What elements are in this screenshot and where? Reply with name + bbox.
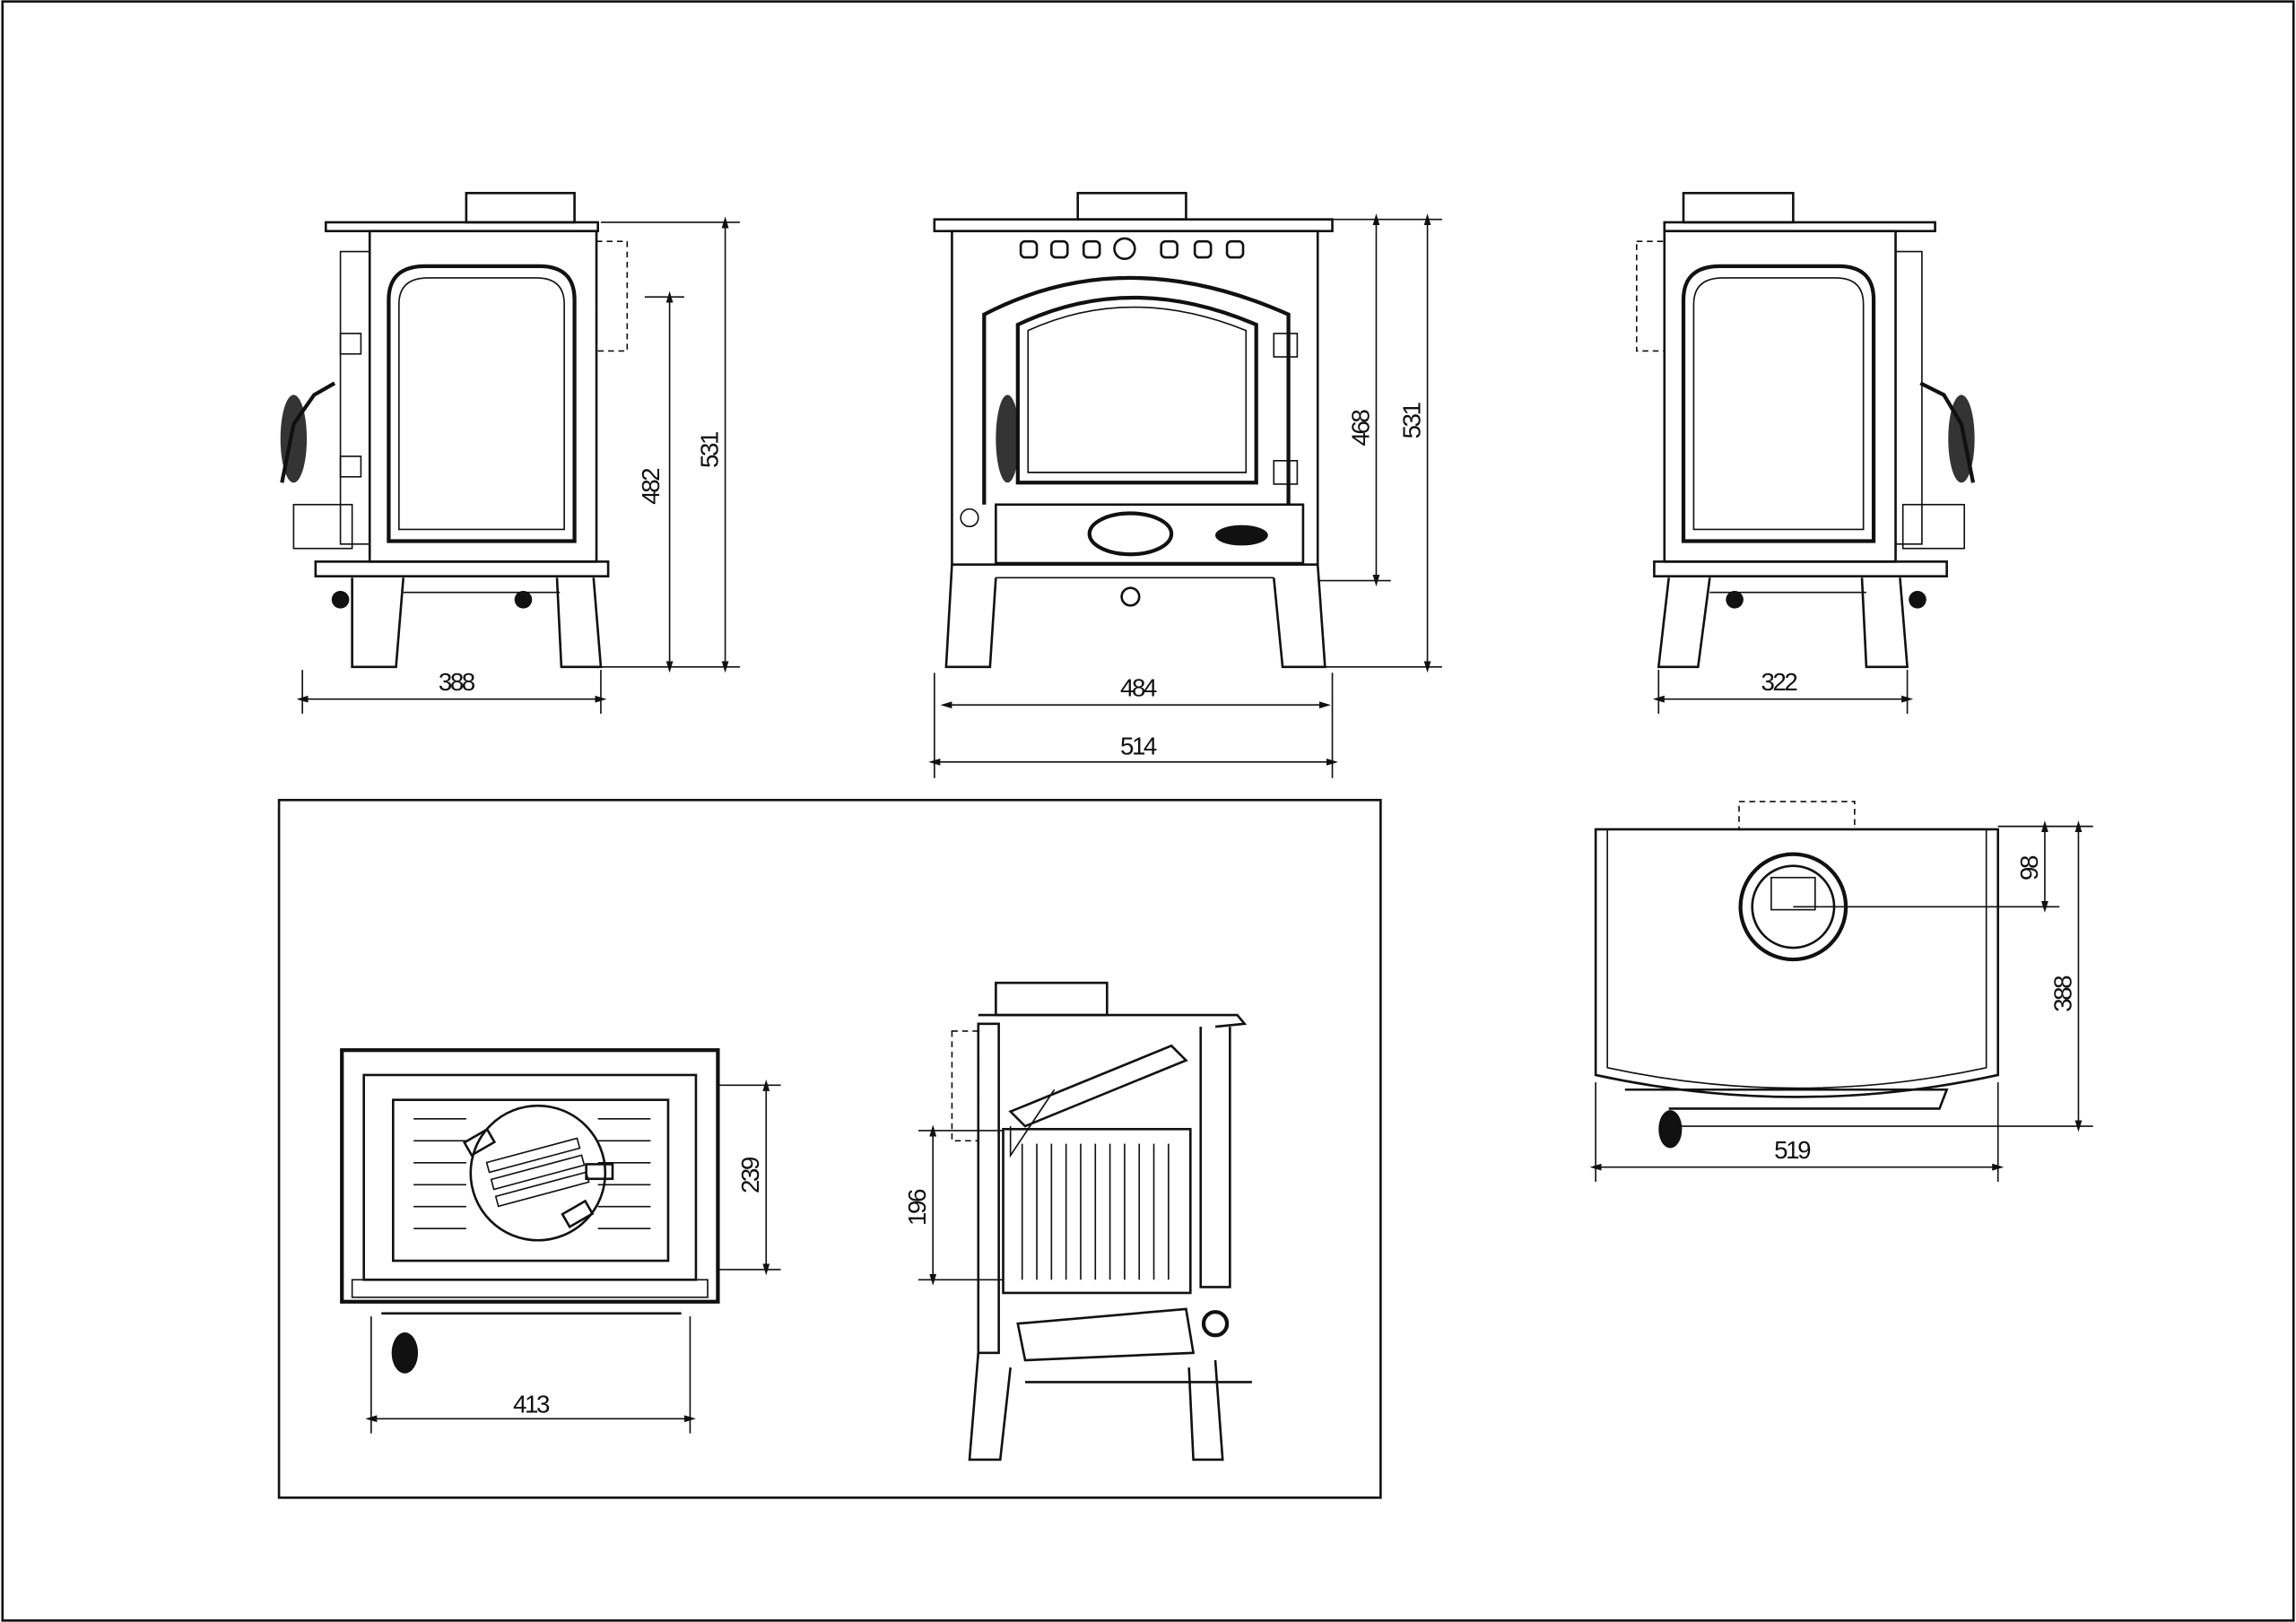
front-view: 468 531 484 514 <box>928 192 1442 778</box>
detail-frame <box>277 798 1382 1499</box>
dim-front-total-height: 531 <box>1397 402 1425 438</box>
dim-right-side-width: 322 <box>1761 668 1797 696</box>
dim-front-body-height: 468 <box>1346 410 1374 447</box>
dim-firebox-width: 413 <box>513 1391 550 1418</box>
dim-total-height: 531 <box>695 431 723 468</box>
firebox-plan-view: 239 413 <box>340 1048 781 1434</box>
dim-top-depth: 388 <box>2048 976 2076 1012</box>
dim-flue-offset: 98 <box>2015 855 2043 880</box>
dim-section-height: 196 <box>903 1189 931 1226</box>
dim-firebox-depth: 239 <box>736 1157 764 1193</box>
dim-front-leg-width: 484 <box>1120 673 1157 701</box>
dim-door-height: 482 <box>637 468 665 505</box>
dim-side-width: 388 <box>439 668 475 696</box>
dim-top-width: 519 <box>1774 1136 1811 1164</box>
top-view: 98 388 519 <box>1589 801 2093 1183</box>
side-view-right: 322 <box>1636 192 1976 715</box>
dim-front-total-width: 514 <box>1120 733 1157 760</box>
air-vents <box>1019 237 1245 261</box>
section-view: 196 <box>903 981 1252 1462</box>
side-view-left: 388 482 531 <box>280 192 740 715</box>
